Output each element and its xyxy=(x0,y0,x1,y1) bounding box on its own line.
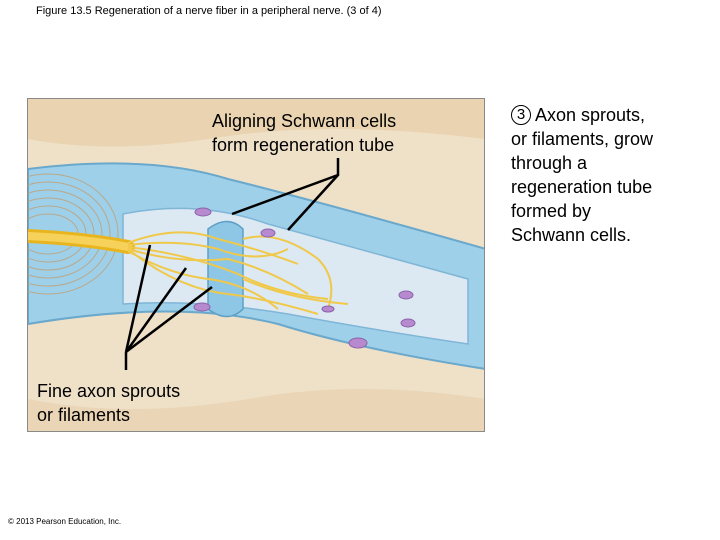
sprouts-callout-line1: Fine axon sprouts xyxy=(37,381,181,401)
step-line-1: or filaments, grow xyxy=(511,129,654,149)
axon-bundle xyxy=(28,229,135,254)
schwann-callout-line2: form regeneration tube xyxy=(212,135,395,155)
copyright-notice: © 2013 Pearson Education, Inc. xyxy=(8,517,122,526)
upper-tissue xyxy=(28,99,484,147)
schwann-callout: Aligning Schwann cells form regeneration… xyxy=(212,109,396,157)
nerve-diagram-svg xyxy=(28,99,484,431)
nerve-illustration xyxy=(27,98,485,432)
endoneurium-whorl xyxy=(28,173,119,295)
lower-tissue xyxy=(28,389,484,431)
step-description: 3 Axon sprouts, or filaments, grow throu… xyxy=(511,103,711,247)
step-line-4: formed by xyxy=(511,201,592,221)
schwann-callout-line1: Aligning Schwann cells xyxy=(212,111,397,131)
step-line-3: regeneration tube xyxy=(511,177,653,197)
step-line-2: through a xyxy=(511,153,588,173)
step-line-0: Axon sprouts, xyxy=(535,105,646,125)
step-number-badge: 3 xyxy=(511,105,531,125)
figure-title: Figure 13.5 Regeneration of a nerve fibe… xyxy=(36,5,382,17)
sprouts-callout-line2: or filaments xyxy=(37,405,131,425)
step-line-5: Schwann cells. xyxy=(511,225,632,245)
sprouts-callout: Fine axon sprouts or filaments xyxy=(37,379,180,427)
